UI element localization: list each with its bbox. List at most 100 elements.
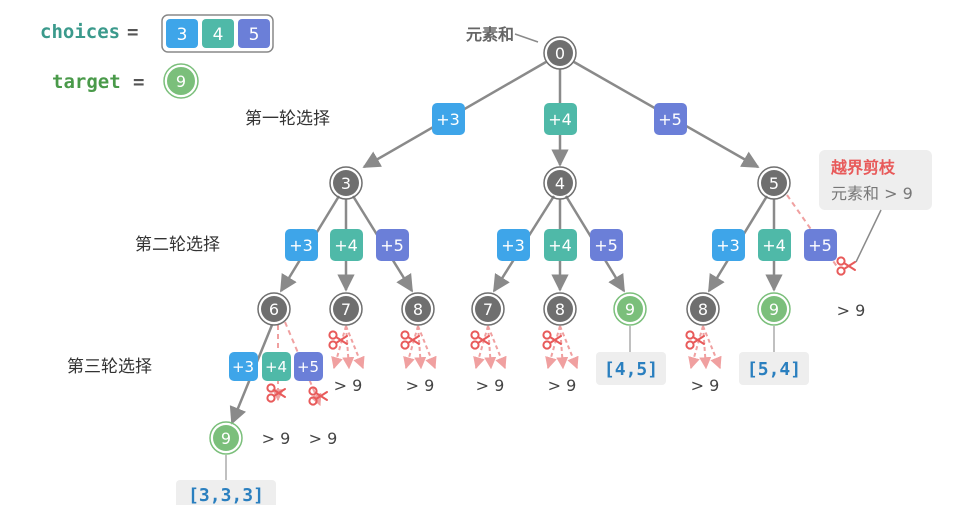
pruned-label: > 9 <box>334 376 363 395</box>
op-l2a-plus3 <box>285 229 318 261</box>
l1-node-2-ring <box>757 166 791 200</box>
op-l2b-plus5 <box>590 229 623 261</box>
l3-node-0-ring <box>209 421 243 455</box>
op-l2b-plus4-label: +4 <box>548 236 572 255</box>
result-box-0 <box>596 352 666 385</box>
pruned-label: > 9 <box>548 376 577 395</box>
l2-node-2 <box>405 296 431 322</box>
target-node <box>165 65 197 97</box>
op-l2a-plus3-label: +3 <box>289 236 313 255</box>
scissor-icon <box>266 383 286 403</box>
target-node-ring <box>163 63 199 99</box>
op-l2c-plus3 <box>712 229 745 261</box>
pruned-label: > 9 <box>262 429 291 448</box>
op-l1-plus5-label: +5 <box>658 110 682 129</box>
choice-box-0 <box>166 19 198 48</box>
target-equals: = <box>133 71 144 93</box>
level-3-label: 第三轮选择 <box>67 357 152 377</box>
op-l2b-plus3-label: +3 <box>501 236 525 255</box>
l2-node-0-value: 6 <box>269 300 279 319</box>
op-l2c-plus5 <box>804 229 837 261</box>
l2-node-1-value: 7 <box>341 300 351 319</box>
result-text-1: [5,4] <box>747 359 801 380</box>
choice-box-1 <box>202 19 234 48</box>
l2-node-3 <box>475 296 501 322</box>
op-l3-plus3-label: +3 <box>232 358 254 376</box>
l2-node-0 <box>261 296 287 322</box>
pruned-label: > 9 <box>476 376 505 395</box>
l2-node-7 <box>761 296 787 322</box>
prune-annotation-title: 越界剪枝 <box>830 158 896 177</box>
l3-node-0 <box>213 425 239 451</box>
l1-node-1-ring <box>543 166 577 200</box>
choice-box-2 <box>238 19 270 48</box>
op-l2a-plus5-label: +5 <box>380 236 404 255</box>
l1-node-0 <box>333 170 359 196</box>
l1-node-2-value: 5 <box>769 174 779 193</box>
l2-node-1 <box>333 296 359 322</box>
op-l2b-plus5-label: +5 <box>594 236 618 255</box>
prune-annotation-box <box>819 150 932 210</box>
op-l2b-plus4 <box>544 229 577 261</box>
op-l2a-plus4 <box>330 229 363 261</box>
root-node-value: 0 <box>555 44 565 63</box>
choice-value-1: 4 <box>213 25 224 45</box>
result-box-1 <box>739 352 809 385</box>
root-node-ring <box>543 36 577 70</box>
l2-node-7-ring <box>757 292 791 326</box>
l1-node-0-value: 3 <box>341 174 351 193</box>
sum-label-pointer <box>514 33 539 43</box>
op-l2c-plus4-label: +4 <box>762 236 786 255</box>
op-l1-plus3-label: +3 <box>436 110 460 129</box>
target-label: target <box>52 71 121 93</box>
l1-node-0-ring <box>329 166 363 200</box>
result-box-2 <box>176 480 276 505</box>
sum-label: 元素和 <box>466 25 514 44</box>
l2-node-6-ring <box>686 292 720 326</box>
l2-node-6-value: 8 <box>698 300 708 319</box>
pruned-labels: > 9 > 9 > 9 > 9 > 9 > 9 > 9 > 9 <box>262 301 866 448</box>
l2-node-4-value: 8 <box>555 300 565 319</box>
op-l3-plus5-label: +5 <box>297 358 319 376</box>
op-l1-plus3 <box>432 103 465 135</box>
l2-node-3-ring <box>471 292 505 326</box>
target-value: 9 <box>176 72 186 91</box>
pruned-label: > 9 <box>837 301 866 320</box>
root-node <box>547 40 573 66</box>
pruned-fan-arrows <box>331 325 722 370</box>
op-l1-plus4-label: +4 <box>548 110 572 129</box>
l3-node-0-value: 9 <box>221 429 231 448</box>
l2-node-7-value: 9 <box>769 300 779 319</box>
l1-node-1-value: 4 <box>555 174 565 193</box>
op-l2c-plus5-label: +5 <box>808 236 832 255</box>
choice-value-0: 3 <box>177 25 188 45</box>
scissor-icon <box>836 256 856 276</box>
op-l1-plus5 <box>654 103 687 135</box>
op-l2c-plus4 <box>758 229 791 261</box>
l1-node-2 <box>761 170 787 196</box>
op-l2a-plus4-label: +4 <box>334 236 358 255</box>
op-l3-plus4 <box>262 352 291 381</box>
op-l2b-plus3 <box>497 229 530 261</box>
l2-node-2-ring <box>401 292 435 326</box>
level-2-label: 第二轮选择 <box>135 235 220 255</box>
l2-node-4-ring <box>543 292 577 326</box>
choices-label: choices <box>40 21 120 43</box>
l2-node-0-ring <box>257 292 291 326</box>
op-l2a-plus5 <box>376 229 409 261</box>
result-text-0: [4,5] <box>604 359 658 380</box>
result-text-2: [3,3,3] <box>188 485 264 505</box>
pruned-label: > 9 <box>309 429 338 448</box>
op-l3-plus3 <box>229 352 258 381</box>
choices-equals: = <box>127 21 138 43</box>
prune-annotation-subtitle: 元素和 > 9 <box>831 184 913 203</box>
pruned-label: > 9 <box>406 376 435 395</box>
op-l3-plus5 <box>294 352 323 381</box>
l2-node-3-value: 7 <box>483 300 493 319</box>
l2-node-4 <box>547 296 573 322</box>
l2-node-2-value: 8 <box>413 300 423 319</box>
choice-value-2: 5 <box>249 25 260 45</box>
l2-node-5 <box>617 296 643 322</box>
